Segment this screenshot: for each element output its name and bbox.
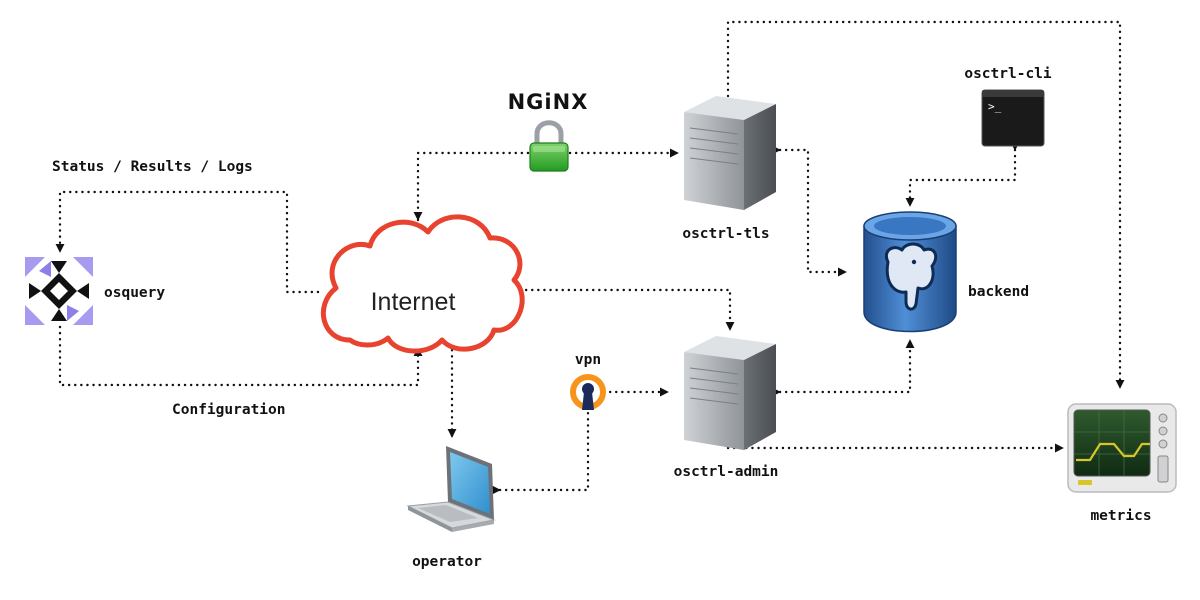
cloud-icon	[320, 214, 525, 354]
operator-node[interactable]: operator	[406, 446, 496, 570]
nginx-logo-text: NGiNX	[508, 90, 589, 114]
connector-tls-metrics	[726, 20, 1125, 390]
server-icon	[684, 336, 776, 450]
connector-operator-vpn	[491, 410, 590, 495]
vpn-label: vpn	[575, 352, 601, 368]
configuration-label: Configuration	[172, 402, 286, 418]
osquery-node[interactable]: osquery	[25, 257, 165, 325]
terminal-prompt: >_	[988, 100, 1002, 113]
internet-node[interactable]: Internet	[320, 214, 525, 354]
osctrl-admin-node[interactable]: osctrl-admin	[674, 336, 779, 480]
terminal-icon: >_	[981, 89, 1045, 147]
osquery-logo-icon	[25, 257, 93, 325]
vpn-node[interactable]: vpn	[570, 352, 606, 410]
backend-label: backend	[968, 284, 1029, 300]
operator-label: operator	[412, 554, 482, 570]
padlock-icon	[529, 120, 569, 172]
osctrl-cli-node[interactable]: osctrl-cli >_	[964, 66, 1052, 147]
connector-internet-admin	[511, 285, 735, 332]
laptop-icon	[406, 446, 496, 532]
connector-status-results-logs	[55, 190, 320, 294]
metrics-node[interactable]: metrics	[1067, 403, 1177, 524]
osctrl-cli-label: osctrl-cli	[964, 66, 1052, 82]
connector-cli-backend	[905, 141, 1020, 208]
server-icon	[684, 96, 776, 210]
postgresql-database-icon	[863, 211, 957, 333]
status-results-logs-label: Status / Results / Logs	[52, 159, 253, 175]
osctrl-tls-label: osctrl-tls	[682, 226, 769, 242]
connector-tls-backend	[771, 145, 848, 277]
connector-nginx-internet	[413, 151, 530, 222]
osquery-label: osquery	[104, 285, 165, 301]
openvpn-icon	[570, 374, 606, 410]
internet-label: Internet	[371, 288, 456, 316]
backend-node[interactable]: backend	[863, 211, 1029, 333]
monitor-icon	[1067, 403, 1177, 493]
metrics-label: metrics	[1090, 508, 1151, 524]
connector-configuration	[58, 325, 423, 387]
nginx-node[interactable]: NGiNX	[508, 90, 589, 172]
connector-admin-backend	[771, 338, 915, 397]
osctrl-tls-node[interactable]: osctrl-tls	[682, 96, 776, 242]
osctrl-admin-label: osctrl-admin	[674, 464, 779, 480]
